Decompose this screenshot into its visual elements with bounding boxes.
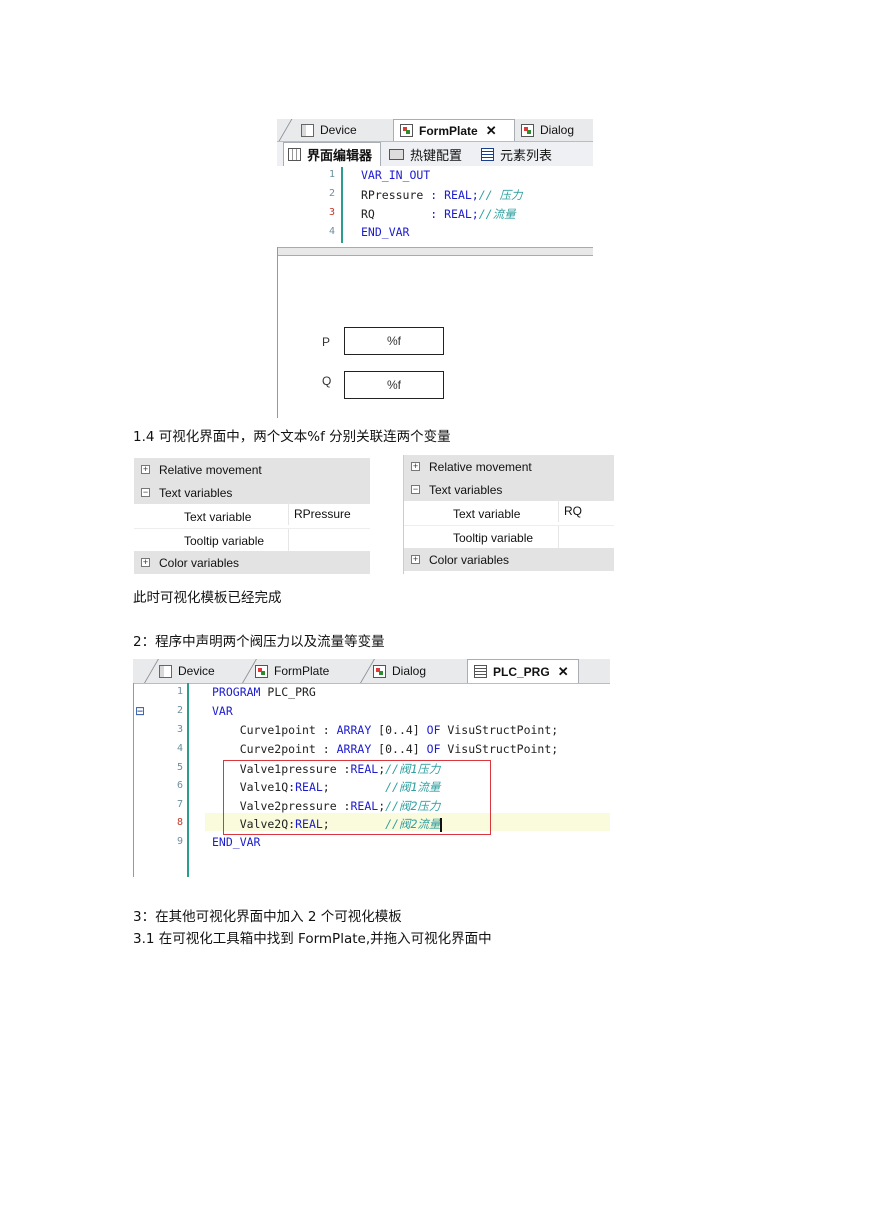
line-number: 4 [328, 226, 335, 237]
collapse-icon[interactable]: − [141, 487, 150, 497]
heading-2: 2：程序中声明两个阀压力以及流量等变量 [133, 634, 385, 650]
splitter[interactable] [277, 247, 593, 256]
line-number: 2 [176, 705, 183, 716]
subtab-ui-editor[interactable]: 界面编辑器 [283, 142, 381, 166]
prop-group-relative-movement[interactable]: +Relative movement [404, 455, 614, 478]
heading-3: 3：在其他可视化界面中加入 2 个可视化模板 [133, 909, 402, 925]
property-grid-right: +Relative movement −Text variables Text … [403, 455, 614, 574]
declaration-editor[interactable]: 1 2 3 4 VAR_IN_OUT RPressure : REAL;// 压… [277, 167, 593, 247]
expand-icon[interactable]: + [141, 557, 150, 567]
screenshot-plc-prg-editor: Device FormPlate Dialog PLC_PRG ✕ ⊟ 1 2 … [133, 657, 610, 877]
code-line: VAR [212, 704, 233, 718]
change-bar [187, 683, 189, 877]
left-border [277, 247, 278, 418]
visu-icon [521, 123, 534, 137]
subtab-element-list[interactable]: 元素列表 [481, 142, 571, 166]
paragraph-3-1: 3.1 在可视化工具箱中找到 FormPlate,并拖入可视化界面中 [133, 931, 492, 947]
left-border [133, 683, 134, 877]
visu-icon [373, 664, 386, 678]
field-label-q: Q [322, 374, 332, 388]
line-number: 5 [176, 762, 183, 773]
expand-icon[interactable]: + [411, 554, 420, 564]
line-number: 1 [328, 169, 335, 180]
prop-group-text-variables[interactable]: −Text variables [134, 481, 370, 504]
property-grid-left: +Relative movement −Text variables Text … [134, 458, 370, 574]
tab-device[interactable]: Device [301, 119, 391, 141]
visu-icon [255, 664, 268, 678]
subtab-hotkeys[interactable]: 热键配置 [389, 142, 475, 166]
line-number: 9 [176, 836, 183, 847]
code-line: Valve1Q:REAL; //阀1流量 [212, 780, 441, 794]
editor-tabbar: Device FormPlate ✕ Dialog [277, 119, 593, 142]
line-number: 2 [328, 188, 335, 199]
code-line: RQ : REAL;//流量 [361, 207, 516, 221]
expand-icon[interactable]: + [141, 464, 150, 474]
code-line: RPressure : REAL;// 压力 [361, 188, 523, 202]
line-number: 4 [176, 743, 183, 754]
tab-dialog[interactable]: Dialog [521, 119, 593, 141]
text-cursor [440, 817, 443, 832]
device-icon [301, 123, 314, 137]
prop-row-text-variable[interactable]: Text variable RPressure [134, 502, 370, 528]
caption-1-4: 1.4 可视化界面中，两个文本%f 分别关联连两个变量 [133, 429, 451, 445]
visu-icon [400, 124, 413, 137]
prop-row-text-variable[interactable]: Text variable RQ [404, 499, 614, 525]
line-number: 3 [176, 724, 183, 735]
tab-device[interactable]: Device [159, 659, 249, 683]
code-line: END_VAR [361, 225, 410, 239]
declaration-editor[interactable]: ⊟ 1 2 3 4 5 6 7 8 9 PROGRAM PLC_PRG VAR … [133, 683, 610, 877]
editor-subtabs: 界面编辑器 热键配置 元素列表 [277, 142, 593, 166]
text-variable-value[interactable]: RQ [558, 499, 614, 522]
device-icon [159, 664, 172, 678]
code-line: Valve2Q:REAL; //阀2流量 [212, 817, 443, 832]
prop-row-tooltip-variable[interactable]: Tooltip variable [404, 525, 614, 549]
paragraph-template-done: 此时可视化模板已经完成 [133, 590, 282, 606]
program-icon [474, 665, 487, 678]
code-line: Valve1pressure :REAL;//阀1压力 [212, 762, 441, 776]
prop-group-color-variables[interactable]: +Color variables [404, 548, 614, 571]
fold-icon[interactable]: ⊟ [135, 704, 146, 718]
code-line: Curve1point : ARRAY [0..4] OF VisuStruct… [212, 723, 559, 737]
code-line: VAR_IN_OUT [361, 168, 431, 182]
code-line: Curve2point : ARRAY [0..4] OF VisuStruct… [212, 742, 559, 756]
line-number: 3 [328, 207, 335, 218]
expand-icon[interactable]: + [411, 461, 420, 471]
tab-formplate[interactable]: FormPlate ✕ [393, 119, 515, 141]
prop-group-relative-movement[interactable]: +Relative movement [134, 458, 370, 481]
prop-group-text-variables[interactable]: −Text variables [404, 478, 614, 501]
change-bar [341, 167, 343, 243]
prop-row-tooltip-variable[interactable]: Tooltip variable [134, 528, 370, 552]
close-icon[interactable]: ✕ [557, 663, 569, 679]
code-line: END_VAR [212, 835, 261, 849]
code-line: PROGRAM PLC_PRG [212, 685, 316, 699]
collapse-icon[interactable]: − [411, 484, 420, 494]
line-number: 1 [176, 686, 183, 697]
screenshot-formplate-editor: Device FormPlate ✕ Dialog 界面编辑器 热键配置 元素列… [277, 111, 593, 418]
field-label-p: P [322, 335, 331, 349]
code-line: Valve2pressure :REAL;//阀2压力 [212, 799, 441, 813]
current-line-highlight [205, 813, 610, 831]
line-number: 6 [176, 780, 183, 791]
text-variable-value[interactable]: RPressure [288, 502, 370, 525]
list-icon [481, 147, 494, 161]
highlight-box [223, 760, 491, 835]
editor-tabbar: Device FormPlate Dialog PLC_PRG ✕ [133, 659, 610, 684]
editor-icon [288, 148, 301, 161]
prop-group-color-variables[interactable]: +Color variables [134, 551, 370, 574]
line-number: 7 [176, 799, 183, 810]
text-field-q[interactable]: %f [344, 371, 444, 399]
tab-plc-prg[interactable]: PLC_PRG ✕ [467, 659, 579, 683]
text-field-p[interactable]: %f [344, 327, 444, 355]
keyboard-icon [389, 148, 404, 160]
tab-dialog[interactable]: Dialog [373, 659, 463, 683]
tab-formplate[interactable]: FormPlate [255, 659, 365, 683]
line-number: 8 [176, 817, 183, 828]
close-icon[interactable]: ✕ [485, 122, 497, 138]
